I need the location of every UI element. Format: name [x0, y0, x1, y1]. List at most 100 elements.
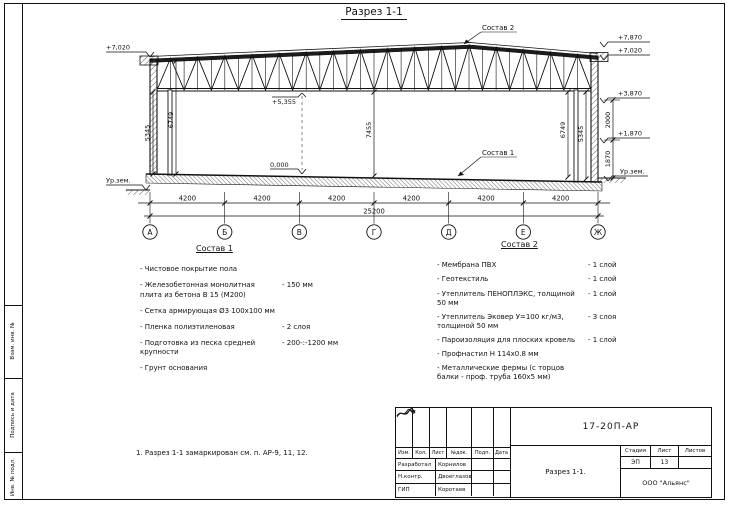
elevation-value: +7,870 [618, 34, 642, 42]
margin-divider [4, 305, 22, 306]
person-role: Н.контр. [396, 471, 436, 483]
elevation-value: +7,020 [106, 44, 130, 52]
margin-label-inv: Инв. № подл. [10, 458, 16, 496]
elevation-value: +1,870 [618, 130, 642, 138]
title-block: Изм. Кол. Лист №док. Подп. Дата Разработ… [395, 407, 712, 498]
dim-value: 6749 [167, 112, 175, 129]
item-value: - 2 слоя [282, 322, 311, 331]
composition-1-title: Состав 1 [196, 244, 233, 253]
drawing-title: Разрез 1-1. [511, 446, 621, 497]
dim-value: 2000 [604, 112, 612, 129]
item-text: - Грунт основания [140, 364, 208, 373]
item-value: - 150 мм [282, 281, 313, 290]
left-post [167, 89, 173, 176]
person-row: Н.контр. Двоеглазов [396, 408, 510, 484]
span-dim: 4200 [253, 195, 270, 203]
list-item: - Геотекстиль - 1 слой [437, 275, 655, 284]
section-drawing: Разрез 1-1 [106, 6, 650, 240]
item-text: - Пароизоляция для плоских кровель [437, 335, 576, 344]
title-block-right: 17-20П-АР Разрез 1-1. Стадия Лист Листов… [511, 408, 711, 497]
right-dimensions: 2000 1870 [604, 97, 620, 181]
stage-label: Стадия [621, 446, 651, 456]
person-name: Коротаев [436, 483, 472, 496]
dim-value: 5345 [144, 125, 152, 142]
elevation-value: Ур.зем. [106, 177, 131, 185]
elevation-mark: +3,870 [599, 90, 650, 104]
person-date [494, 459, 509, 470]
stage-value: ЭП [621, 457, 651, 468]
elevation-value: +7,020 [618, 47, 642, 55]
item-text: - Мембрана ПВХ [437, 261, 497, 270]
person-date [494, 471, 509, 482]
item-text: - Пленка полиэтиленовая [140, 322, 235, 331]
list-item: - Пленка полиэтиленовая - 2 слоя [140, 323, 355, 332]
person-name: Корнилов [436, 459, 472, 471]
elevation-mark: Ур.зем. [106, 177, 151, 191]
revision-header-row: Изм. Кол. Лист №док. Подп. Дата [396, 447, 510, 459]
elevation-mark: 0,000 [270, 161, 307, 175]
list-item: - Грунт основания [140, 364, 355, 373]
span-dim: 4200 [328, 195, 345, 203]
list-item: - Железобетонная монолитная плита из бет… [140, 281, 355, 299]
axis-label: Ж [594, 228, 602, 237]
sheets-label: Листов [684, 448, 706, 454]
list-item: - Сетка армирующая Ø3 100x100 мм [140, 307, 355, 316]
item-value: - 1 слой [588, 261, 617, 270]
item-text: - Утеплитель ПЕНОПЛЭКС, толщиной 50 мм [437, 289, 575, 307]
col-izm: Изм. [396, 448, 413, 458]
person-date [494, 484, 509, 496]
view-title: Разрез 1-1 [345, 6, 403, 18]
note-text: 1. Разрез 1-1 замаркирован см. п. АР-9, … [136, 449, 308, 457]
ground-hatch-left [126, 190, 150, 195]
person-role: ГИП [396, 483, 436, 496]
sheet-outer-frame [4, 3, 725, 500]
elevation-value: +3,870 [618, 90, 642, 98]
sheets-total [679, 457, 711, 468]
elevation-value: +5,355 [272, 98, 296, 106]
col-ndok: №док. [447, 448, 472, 458]
elevation-mark: +7,870 [599, 34, 650, 48]
title-block-left: Изм. Кол. Лист №док. Подп. Дата Разработ… [396, 408, 511, 497]
right-wall [590, 55, 599, 183]
item-value: - 1 слой [588, 289, 617, 298]
axis-bubbles: А Б В Г Д Е Ж [142, 224, 606, 240]
signature [396, 409, 494, 471]
list-item: - Чистовое покрытие пола [140, 265, 355, 274]
left-wall [149, 58, 158, 175]
total-dim: 25200 [363, 208, 385, 216]
list-item: - Профнастил Н 114x0.8 мм [437, 350, 655, 359]
elevation-marks: +7,020 Ур.зем. +7,870 +7,020 +3,870 +1,8… [106, 34, 650, 191]
axis-label: В [297, 228, 302, 237]
axis-label: Г [372, 228, 377, 237]
list-item: - Пароизоляция для плоских кровель - 1 с… [437, 336, 655, 345]
col-podp: Подп. [472, 448, 494, 458]
vertical-dimensions: 5345 6749 7455 6749 5345 [144, 58, 589, 182]
sheet-number: 13 [651, 457, 679, 468]
right-eave-block [589, 52, 609, 62]
signature [396, 408, 494, 496]
sostav1-leader-label: Состав 1 [482, 149, 514, 157]
item-value: - 1 слой [588, 275, 617, 284]
list-item: - Утеплитель Эковер У=100 кг/м3, толщино… [437, 313, 655, 331]
item-text: - Чистовое покрытие пола [140, 265, 238, 274]
elevation-value: 0,000 [270, 161, 289, 169]
steel-truss [156, 43, 592, 92]
person-row: Разработал Корнилов [396, 409, 510, 472]
item-value: - 3 слоя [588, 312, 617, 321]
item-text: - Подготовка из песка средней крупности [140, 338, 256, 356]
elevation-mark: Ур.зем. [603, 168, 648, 182]
dim-value: 1870 [604, 151, 612, 168]
stamp-meta: Стадия Лист Листов ЭП 13 ООО "Альянс" [621, 446, 711, 497]
composition-2-title: Состав 2 [501, 240, 538, 249]
item-value: - 200-:-1200 мм [282, 338, 339, 347]
list-item: - Металлические фермы (с торцов балки - … [437, 364, 655, 382]
company-name: ООО "Альянс" [642, 479, 690, 487]
item-text: - Сетка армирующая Ø3 100x100 мм [140, 306, 275, 315]
person-role: Разработал [396, 459, 436, 471]
span-dim: 4200 [552, 195, 569, 203]
horizontal-dimensions: 4200 4200 4200 4200 4200 4200 25200 [138, 192, 610, 224]
item-text: - Железобетонная монолитная плита из бет… [140, 281, 255, 299]
axis-label: Е [521, 228, 526, 237]
composition-list-2: Состав 2 - Мембрана ПВХ - 1 слой - Геоте… [437, 240, 655, 387]
